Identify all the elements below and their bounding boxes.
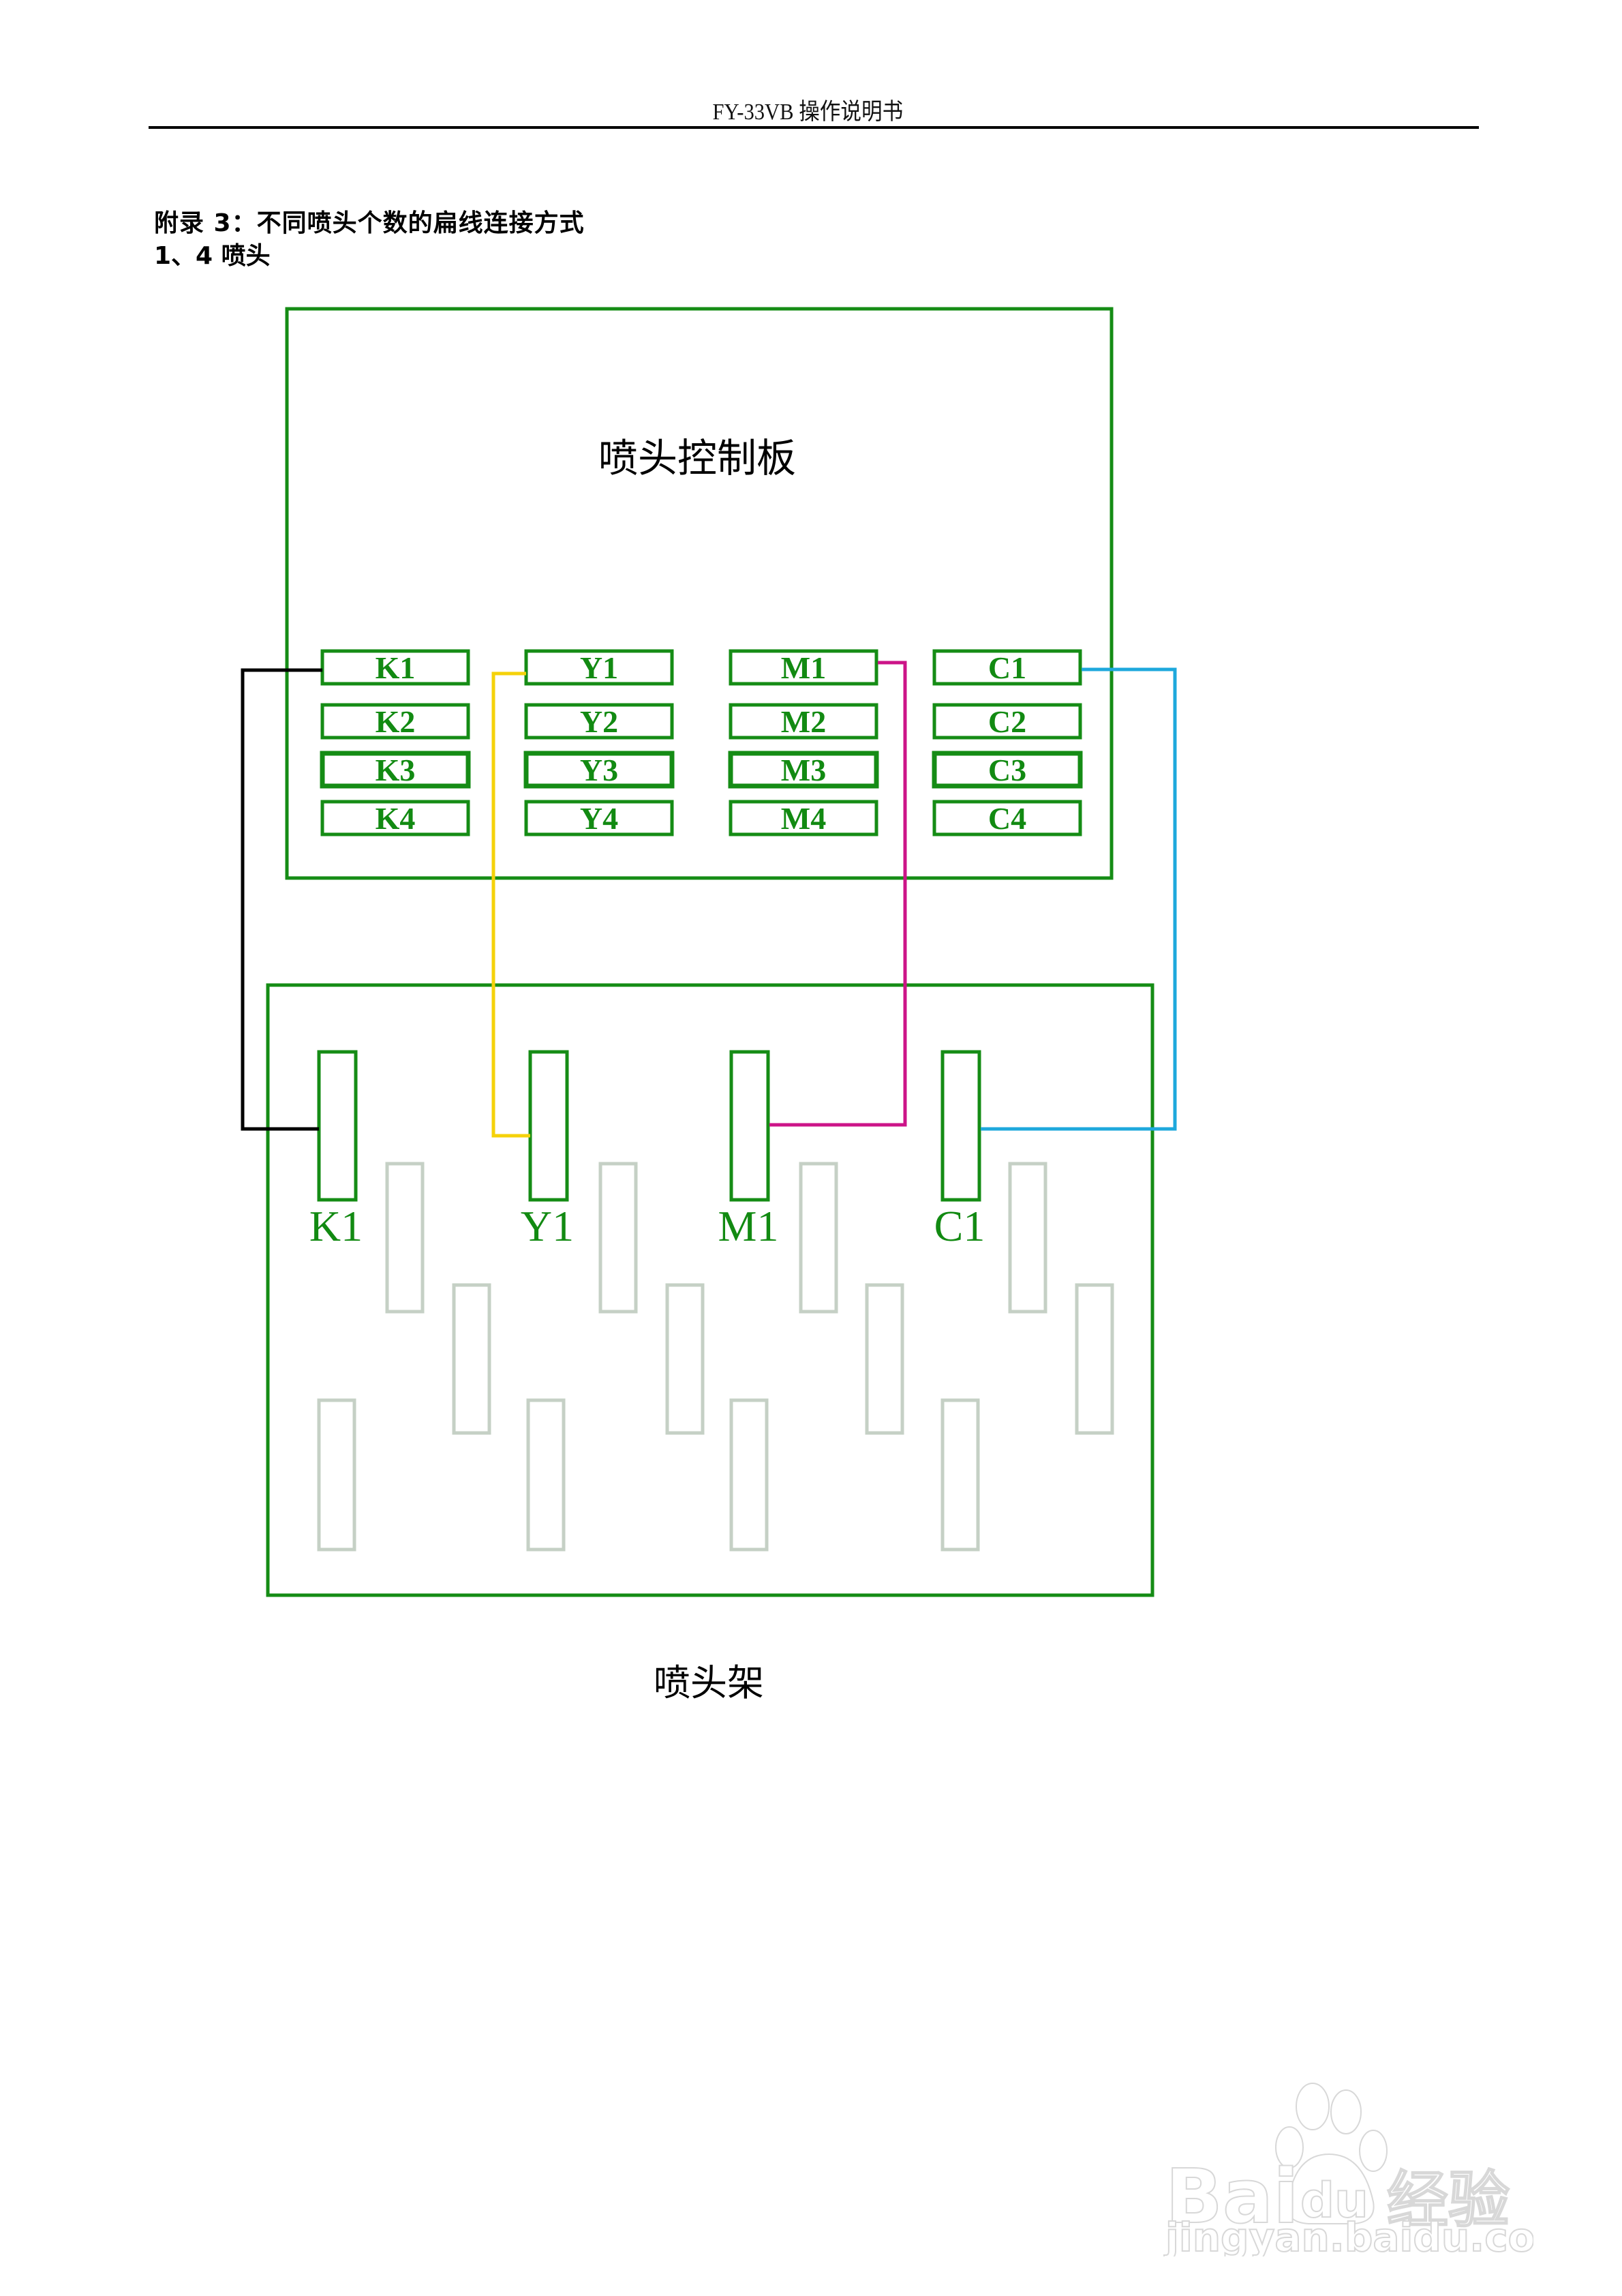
baidu-watermark: Bai du 经验 jingyan.baidu.com bbox=[1163, 2083, 1533, 2256]
cable-cyan bbox=[981, 667, 1177, 1131]
connector-box bbox=[932, 703, 1082, 740]
connector-m3: M3 bbox=[728, 751, 879, 789]
connector-y4: Y4 bbox=[524, 800, 674, 836]
head-body bbox=[940, 1050, 981, 1202]
cable-magenta bbox=[769, 661, 907, 1127]
connector-label: C4 bbox=[988, 801, 1026, 836]
inactive-head-slots bbox=[317, 1162, 1114, 1552]
connector-label: K3 bbox=[376, 753, 416, 787]
connector-label: Y3 bbox=[580, 753, 618, 787]
connector-box bbox=[523, 751, 675, 789]
inactive-head-slot bbox=[385, 1162, 425, 1314]
connector-box bbox=[932, 649, 1082, 686]
cables bbox=[241, 661, 1177, 1138]
connector-box bbox=[320, 703, 470, 740]
paw-icon bbox=[1275, 2083, 1388, 2224]
connector-label: M3 bbox=[781, 753, 826, 787]
connector-box bbox=[320, 800, 470, 836]
head-c1: C1 bbox=[934, 1050, 985, 1250]
header-title: FY-33VB 操作说明书 bbox=[712, 100, 903, 125]
head-label: Y1 bbox=[521, 1202, 574, 1250]
connector-k2: K2 bbox=[320, 703, 470, 740]
connector-c2: C2 bbox=[932, 703, 1082, 740]
connector-label: K1 bbox=[376, 650, 416, 685]
header-rule bbox=[149, 126, 1479, 129]
active-heads: K1 Y1 M1 C1 bbox=[309, 1050, 985, 1250]
connector-k1: K1 bbox=[320, 649, 470, 686]
connector-label: M4 bbox=[781, 801, 826, 836]
connector-m1: M1 bbox=[729, 649, 878, 686]
inactive-head-slot bbox=[665, 1283, 705, 1435]
connector-label: Y2 bbox=[580, 704, 618, 739]
print-head-holder-frame bbox=[266, 983, 1154, 1597]
inactive-head-slot bbox=[865, 1283, 904, 1435]
connector-label: M2 bbox=[781, 704, 826, 739]
connector-label: Y1 bbox=[580, 650, 618, 685]
connector-y2: Y2 bbox=[524, 703, 674, 740]
connector-m2: M2 bbox=[729, 703, 878, 740]
inactive-head-slot bbox=[940, 1398, 980, 1552]
connector-label: K2 bbox=[376, 704, 416, 739]
connector-box bbox=[932, 751, 1083, 789]
connector-label: Y4 bbox=[580, 801, 618, 836]
connector-label: K4 bbox=[376, 801, 416, 836]
connector-box bbox=[524, 800, 674, 836]
control-board-frame bbox=[285, 307, 1114, 880]
head-label: K1 bbox=[309, 1202, 363, 1250]
inactive-head-slot bbox=[317, 1398, 356, 1552]
watermark-brand: Bai bbox=[1165, 2153, 1299, 2240]
cable-yellow bbox=[491, 671, 530, 1138]
print-head-holder-title: 喷头架 bbox=[654, 1661, 764, 1704]
connector-box bbox=[320, 649, 470, 686]
connector-y3: Y3 bbox=[523, 751, 675, 789]
watermark-url: jingyan.baidu.com bbox=[1164, 2214, 1533, 2256]
connector-c3: C3 bbox=[932, 751, 1083, 789]
section-subheading: 1、4 喷头 bbox=[154, 242, 271, 270]
connector-box bbox=[729, 649, 878, 686]
inactive-head-slot bbox=[526, 1398, 566, 1552]
inactive-head-slot bbox=[598, 1162, 638, 1314]
head-m1: M1 bbox=[718, 1050, 779, 1250]
connector-label: C2 bbox=[988, 704, 1026, 739]
page-header: FY-33VB 操作说明书 bbox=[0, 93, 1622, 126]
appendix-heading: 附录 3：不同喷头个数的扁线连接方式 bbox=[154, 209, 585, 237]
connector-box bbox=[729, 800, 878, 836]
connector-c4: C4 bbox=[932, 800, 1082, 836]
head-body bbox=[528, 1050, 569, 1202]
cable-black bbox=[241, 668, 322, 1131]
connector-box bbox=[320, 751, 471, 789]
inactive-head-slot bbox=[452, 1283, 491, 1435]
head-label: C1 bbox=[934, 1202, 985, 1250]
connector-box bbox=[524, 703, 674, 740]
connector-label: C3 bbox=[988, 753, 1026, 787]
connector-m4: M4 bbox=[729, 800, 878, 836]
head-k1: K1 bbox=[309, 1050, 363, 1250]
inactive-head-slot bbox=[799, 1162, 838, 1314]
inactive-head-slot bbox=[729, 1398, 769, 1552]
connector-box bbox=[728, 751, 879, 789]
inactive-head-slot bbox=[1008, 1162, 1047, 1314]
watermark-du: du bbox=[1300, 2173, 1368, 2229]
connector-box bbox=[932, 800, 1082, 836]
connector-c1: C1 bbox=[932, 649, 1082, 686]
connector-box bbox=[524, 649, 674, 686]
connector-k4: K4 bbox=[320, 800, 470, 836]
inactive-head-slot bbox=[1075, 1283, 1114, 1435]
head-y1: Y1 bbox=[521, 1050, 574, 1250]
head-body bbox=[729, 1050, 770, 1202]
connector-k3: K3 bbox=[320, 751, 471, 789]
head-label: M1 bbox=[718, 1202, 779, 1250]
connector-label: M1 bbox=[781, 650, 826, 685]
connector-box bbox=[729, 703, 878, 740]
watermark-jingyan: 经验 bbox=[1387, 2164, 1510, 2236]
control-board-title: 喷头控制板 bbox=[598, 435, 796, 481]
head-body bbox=[317, 1050, 358, 1202]
connector-label: C1 bbox=[988, 650, 1026, 685]
connector-y1: Y1 bbox=[524, 649, 674, 686]
